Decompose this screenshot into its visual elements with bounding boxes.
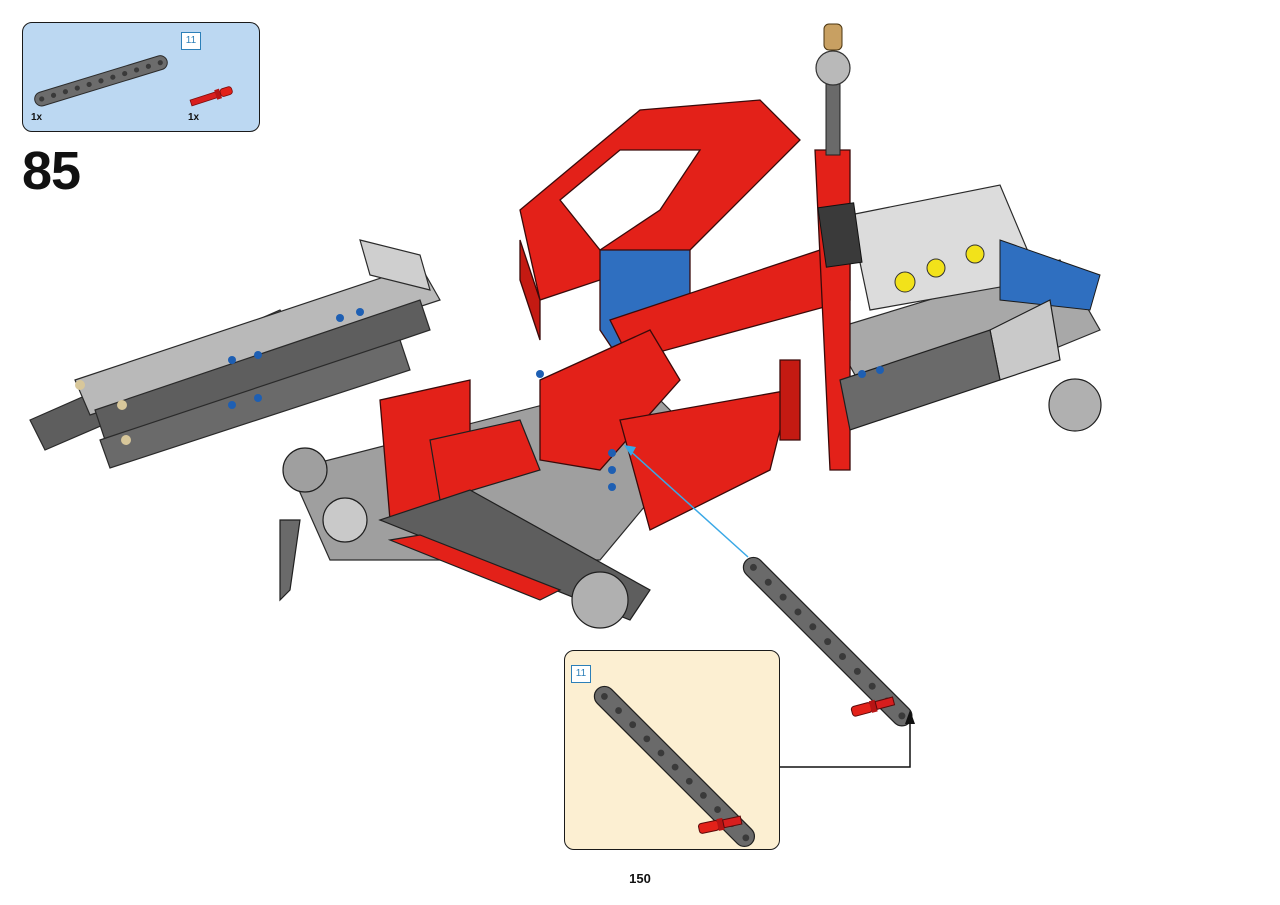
sub-assembly-beam-icon — [593, 685, 756, 848]
new-red-pin — [850, 696, 896, 717]
red-axle-pin-icon — [189, 86, 233, 107]
page-number: 150 — [629, 871, 651, 886]
connector-arrow — [778, 722, 911, 768]
placement-guide-line — [626, 447, 749, 558]
step-number: 85 — [22, 141, 81, 201]
beam-quantity: 1x — [31, 112, 43, 123]
parts-list-box: 11 1x 1x — [22, 22, 260, 132]
sub-beam-length-badge: 11 — [571, 665, 591, 683]
engine-block — [849, 184, 1101, 311]
sub-assembly-box: 11 — [564, 650, 780, 850]
new-gray-beam — [742, 556, 913, 727]
pin-quantity: 1x — [188, 112, 200, 123]
beam-length-badge: 11 — [181, 32, 201, 50]
left-arm — [29, 239, 441, 469]
gray-beam-11-icon — [34, 55, 168, 107]
